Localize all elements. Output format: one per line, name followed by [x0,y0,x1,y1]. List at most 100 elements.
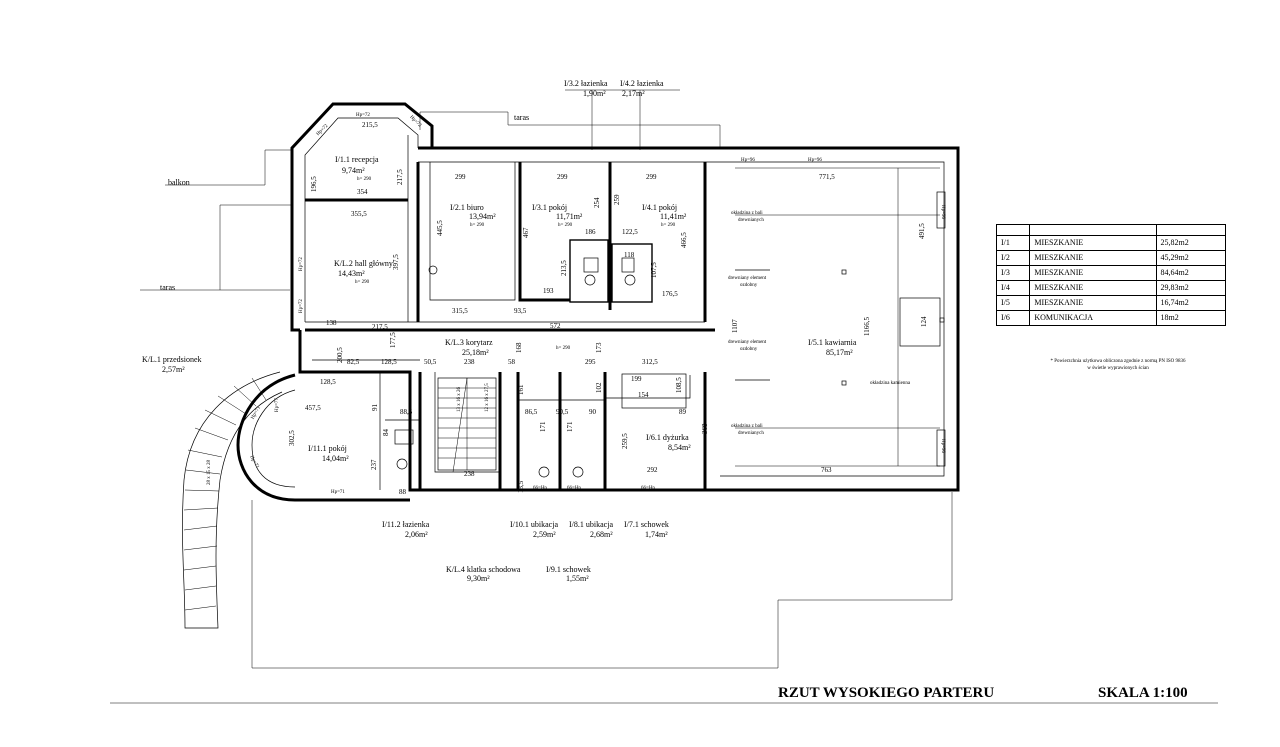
svg-text:86,5: 86,5 [525,408,538,416]
svg-text:118: 118 [624,251,635,259]
entrance-stairs [182,371,283,629]
room-label-i-3-2: I/3.2 łazienka 1,90m² [564,79,608,98]
svg-text:Hp=96: Hp=96 [940,439,945,453]
svg-text:171: 171 [539,421,547,432]
svg-text:K/L.4 klatka schodowa: K/L.4 klatka schodowa [446,565,521,574]
svg-text:66=Hp: 66=Hp [533,486,547,491]
svg-text:h= 290: h= 290 [558,223,573,228]
svg-text:Hp=71: Hp=71 [248,455,260,470]
svg-text:58: 58 [508,358,516,366]
svg-text:25,18m²: 25,18m² [462,348,489,357]
svg-text:h= 290: h= 290 [661,223,676,228]
area-note-line-2: w świetle wyprawionych ścian [1087,366,1149,371]
svg-text:1166,5: 1166,5 [863,317,871,336]
fixtures [394,167,946,478]
svg-text:Hp=72: Hp=72 [299,257,304,271]
svg-text:161: 161 [517,384,525,395]
svg-text:ozdobny: ozdobny [740,347,758,352]
svg-text:259,5: 259,5 [621,433,629,449]
legend-header-row [995,224,1227,236]
svg-text:102: 102 [595,382,603,393]
svg-text:Hp=96: Hp=96 [741,158,755,163]
svg-text:771,5: 771,5 [819,173,835,181]
svg-text:28 x 15 x 28: 28 x 15 x 28 [207,460,212,486]
area-note: * Powierzchnia użytkowa obliczona zgodni… [1018,358,1218,372]
interior-walls [305,135,715,490]
svg-text:9,30m²: 9,30m² [467,574,490,583]
room-label-i-10-1: I/10.1 ubikacja 2,59m² [510,520,558,539]
svg-text:254: 254 [593,197,601,208]
svg-text:2,17m²: 2,17m² [622,89,645,98]
svg-text:128,5: 128,5 [381,358,397,366]
svg-text:572: 572 [550,322,561,330]
room-label-i-5-1: I/5.1 kawiarnia 85,17m² [808,338,857,357]
svg-text:drewniany element: drewniany element [728,276,767,281]
svg-text:drewnianych: drewnianych [738,218,764,223]
svg-text:213,5: 213,5 [560,260,568,276]
room-label-i-11-1: I/11.1 pokój 14,04m² [308,444,349,463]
svg-text:299: 299 [646,173,657,181]
svg-text:154: 154 [638,391,649,399]
svg-text:85,17m²: 85,17m² [826,348,853,357]
svg-text:128,5: 128,5 [320,378,336,386]
svg-text:237: 237 [370,459,378,470]
drawing-title: RZUT WYSOKIEGO PARTERU [778,685,994,701]
svg-text:168: 168 [515,342,523,353]
svg-text:9,74m²: 9,74m² [342,166,365,175]
svg-text:I/4.1 pokój: I/4.1 pokój [642,203,677,212]
svg-text:okładzina z bali: okładzina z bali [731,211,763,216]
svg-text:122,5: 122,5 [622,228,638,236]
svg-text:Hp=96: Hp=96 [808,158,822,163]
svg-text:355,5: 355,5 [351,210,367,218]
kawiarnia-annotations: okładzina z bali drewnianych drewniany e… [728,211,911,436]
svg-text:I/7.1 schowek: I/7.1 schowek [624,520,669,529]
svg-text:Hp=72: Hp=72 [356,113,370,118]
svg-text:299: 299 [455,173,466,181]
svg-text:1,90m²: 1,90m² [583,89,606,98]
room-label-k-l-2: K/L.2 hall główny 14,43m² h= 290 [334,259,393,285]
svg-text:368: 368 [701,423,709,434]
svg-text:I/8.1 ubikacja: I/8.1 ubikacja [569,520,613,529]
room-label-i-3-1: I/3.1 pokój 11,71m² h= 290 [532,203,583,228]
svg-text:171: 171 [566,421,574,432]
site-outline [110,89,1218,704]
svg-text:217,5: 217,5 [372,323,388,331]
svg-text:66=Hp: 66=Hp [641,486,655,491]
staircase [437,377,497,473]
svg-text:90: 90 [589,408,597,416]
svg-text:2,06m²: 2,06m² [405,530,428,539]
svg-text:66=Hp: 66=Hp [567,486,581,491]
svg-text:82,5: 82,5 [347,358,360,366]
svg-text:okładzina z bali: okładzina z bali [731,424,763,429]
svg-text:193: 193 [543,287,554,295]
svg-text:138: 138 [326,319,337,327]
svg-text:I/11.1 pokój: I/11.1 pokój [308,444,347,453]
svg-text:drewniany element: drewniany element [728,340,767,345]
svg-text:315,5: 315,5 [452,307,468,315]
svg-text:1107: 1107 [731,319,739,333]
svg-text:14,04m²: 14,04m² [322,454,349,463]
building-walls [236,102,960,502]
svg-text:11,71m²: 11,71m² [556,212,583,221]
svg-text:8,54m²: 8,54m² [668,443,691,452]
svg-text:238: 238 [464,358,475,366]
svg-text:88: 88 [399,488,407,496]
area-note-line-1: * Powierzchnia użytkowa obliczona zgodni… [1050,359,1186,364]
svg-text:I/4.2 łazienka: I/4.2 łazienka [620,79,664,88]
dimension-labels: 215,5 196,5 217,5 354 355,5 397,5 138 21… [207,121,928,496]
room-label-i-1-1: I/1.1 recepcja 9,74m² h= 290 [335,155,379,182]
svg-text:84: 84 [382,429,390,437]
svg-text:Hp=72: Hp=72 [299,299,304,313]
svg-text:50,5: 50,5 [424,358,437,366]
svg-text:I/3.2 łazienka: I/3.2 łazienka [564,79,608,88]
svg-text:196,5: 196,5 [310,176,318,192]
svg-text:199: 199 [631,375,642,383]
taras-label-top: taras [514,113,529,122]
svg-text:397,5: 397,5 [392,254,400,270]
